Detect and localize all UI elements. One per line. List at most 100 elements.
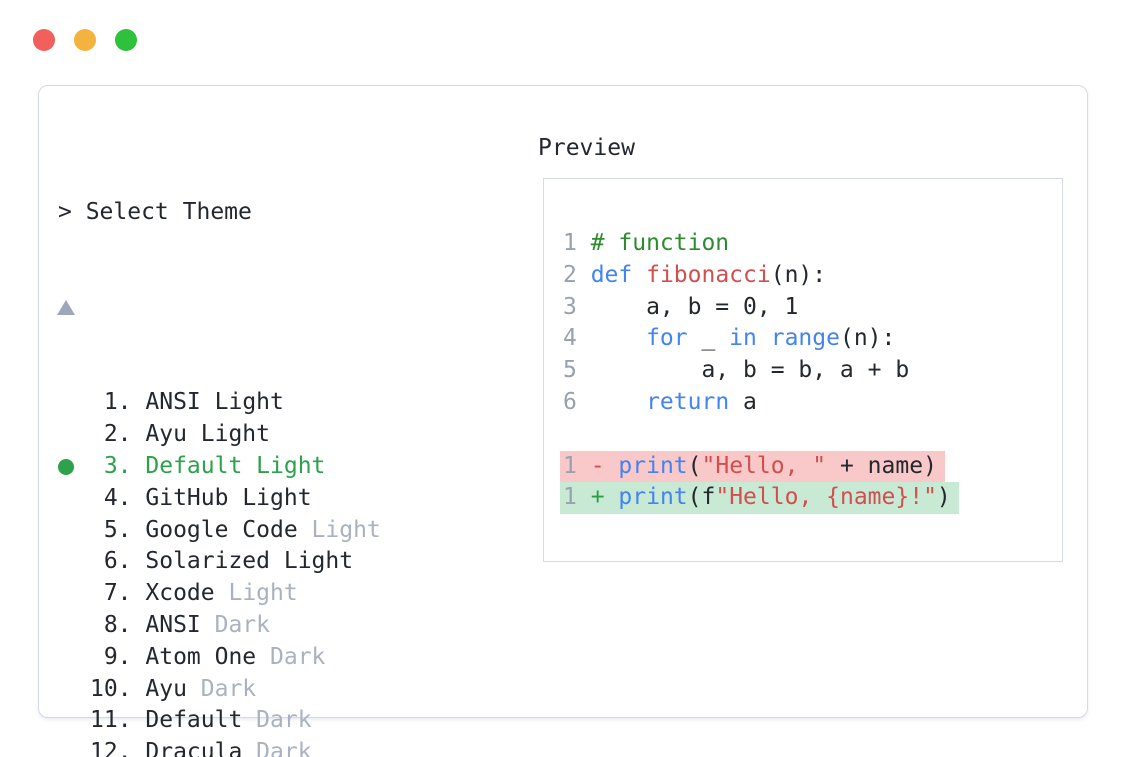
theme-option[interactable]: 2. Ayu Light xyxy=(58,419,875,451)
theme-option-number: 12. xyxy=(90,739,132,757)
code-token: _ xyxy=(687,325,730,352)
code-token: print xyxy=(618,484,688,511)
diff-code-line: 1- print("Hello, " + name) xyxy=(560,450,945,483)
code-token xyxy=(605,451,619,483)
theme-option-label: Default Dark xyxy=(145,707,312,734)
code-token xyxy=(591,387,646,419)
theme-picker-panel: > Select Theme 1. ANSI Light 2. Ayu Light 3.… xyxy=(38,85,1088,757)
theme-option-suffix: Dark xyxy=(214,611,271,638)
theme-option-label: Solarized Light xyxy=(145,548,354,575)
code-token: "Hello, {name}!" xyxy=(715,484,937,511)
code-line: 1# function xyxy=(563,228,1062,260)
theme-option-number: 1. xyxy=(103,389,132,416)
theme-option[interactable]: 9. Atom One Dark xyxy=(58,642,875,674)
code-line: 3 a, b = 0, 1 xyxy=(563,292,1062,324)
theme-option[interactable]: 8. ANSI Dark xyxy=(58,610,875,642)
diff-lines: 1- print("Hello, " + name)1+ print(f"Hel… xyxy=(560,450,1062,515)
code-token: fibonacci xyxy=(646,261,771,288)
theme-option-label: Xcode Light xyxy=(145,580,298,607)
theme-option-number: 9. xyxy=(103,643,132,670)
code-token: a, b = b, a + b xyxy=(590,357,910,384)
code-token: in xyxy=(729,325,757,352)
prompt-text: > Select Theme xyxy=(58,198,252,225)
code-token xyxy=(605,482,619,514)
theme-option-number: 8. xyxy=(103,611,132,638)
theme-selector: > Select Theme 1. ANSI Light 2. Ayu Light 3.… xyxy=(57,133,875,757)
theme-option[interactable]: 10.Ayu Dark xyxy=(58,674,875,706)
code-token: - xyxy=(590,452,605,479)
code-token: a xyxy=(729,388,757,415)
code-blank-line xyxy=(563,419,1062,451)
theme-option-label: ANSI Dark xyxy=(145,611,271,638)
code-token: (f xyxy=(687,484,716,511)
scroll-up-row xyxy=(57,292,875,324)
theme-option-suffix: Dark xyxy=(256,707,312,734)
theme-option-number: 7. xyxy=(103,580,132,607)
scroll-up-icon[interactable] xyxy=(57,300,75,316)
theme-option-suffix: Light xyxy=(311,516,381,543)
theme-option-label: Default Light xyxy=(145,452,326,479)
theme-option[interactable]: 3.Default Light xyxy=(58,451,875,483)
code-token: "Hello, " xyxy=(701,452,827,479)
theme-option[interactable]: 12.Dracula Dark xyxy=(58,737,875,757)
code-token: print xyxy=(618,452,688,479)
theme-option-suffix: Light xyxy=(200,421,271,448)
maximize-button[interactable] xyxy=(115,29,137,51)
theme-option-label: Ayu Light xyxy=(145,421,271,448)
theme-option-label: Google Code Light xyxy=(145,516,381,543)
theme-option[interactable]: 4. GitHub Light xyxy=(58,483,875,515)
theme-option-number: 2. xyxy=(103,421,132,448)
selected-indicator-dot xyxy=(58,458,74,475)
theme-option-label: GitHub Light xyxy=(145,484,312,511)
code-token: def xyxy=(590,261,633,288)
minimize-button[interactable] xyxy=(74,29,96,51)
line-number: 5 xyxy=(563,357,577,384)
code-token xyxy=(757,323,771,355)
theme-option-suffix: Dark xyxy=(270,643,326,670)
theme-option-label: ANSI Light xyxy=(145,389,284,416)
theme-option[interactable]: 7. Xcode Light xyxy=(58,578,875,610)
theme-option[interactable]: 6. Solarized Light xyxy=(58,546,875,578)
theme-option-label: Ayu Dark xyxy=(145,675,257,702)
close-button[interactable] xyxy=(33,29,55,51)
code-token xyxy=(591,323,646,355)
theme-option-suffix: Light xyxy=(228,580,298,607)
theme-option[interactable]: 1. ANSI Light xyxy=(58,387,875,419)
theme-option-number: 6. xyxy=(103,548,132,575)
code-token: (n): xyxy=(839,325,896,352)
code-token: return xyxy=(646,388,730,415)
theme-option-number: 11. xyxy=(90,707,132,734)
theme-option-suffix: Light xyxy=(214,389,284,416)
theme-option-suffix: Dark xyxy=(200,675,257,702)
code-token xyxy=(632,260,646,292)
theme-option-suffix: Dark xyxy=(256,739,312,757)
line-number: 6 xyxy=(563,388,577,415)
theme-option-suffix: Light xyxy=(256,452,326,479)
theme-option-number: 4. xyxy=(103,484,132,511)
line-number: 1 xyxy=(563,484,577,511)
prompt-line: > Select Theme xyxy=(58,197,875,229)
theme-option-number: 5. xyxy=(103,516,132,543)
selected-indicator-slot xyxy=(58,458,90,475)
code-token: ( xyxy=(687,452,702,479)
theme-option[interactable]: 11. Default Dark xyxy=(58,705,875,737)
line-number: 3 xyxy=(563,293,577,320)
line-number: 1 xyxy=(563,452,577,479)
theme-option[interactable]: 5. Google Code Light xyxy=(58,515,875,547)
code-line: 5 a, b = b, a + b xyxy=(563,355,1062,387)
code-token: a, b = 0, 1 xyxy=(590,293,799,320)
preview-title: Preview xyxy=(538,135,635,161)
code-token: # function xyxy=(590,230,730,256)
window-controls xyxy=(33,29,137,51)
code-line: 6 return a xyxy=(563,387,1062,419)
theme-option-suffix: Light xyxy=(283,548,354,575)
code-token: + name) xyxy=(826,452,937,479)
code-token: ) xyxy=(936,484,951,511)
code-token: range xyxy=(770,325,840,352)
theme-option-label: Atom One Dark xyxy=(145,643,326,670)
diff-code-line: 1+ print(f"Hello, {name}!") xyxy=(560,482,959,515)
